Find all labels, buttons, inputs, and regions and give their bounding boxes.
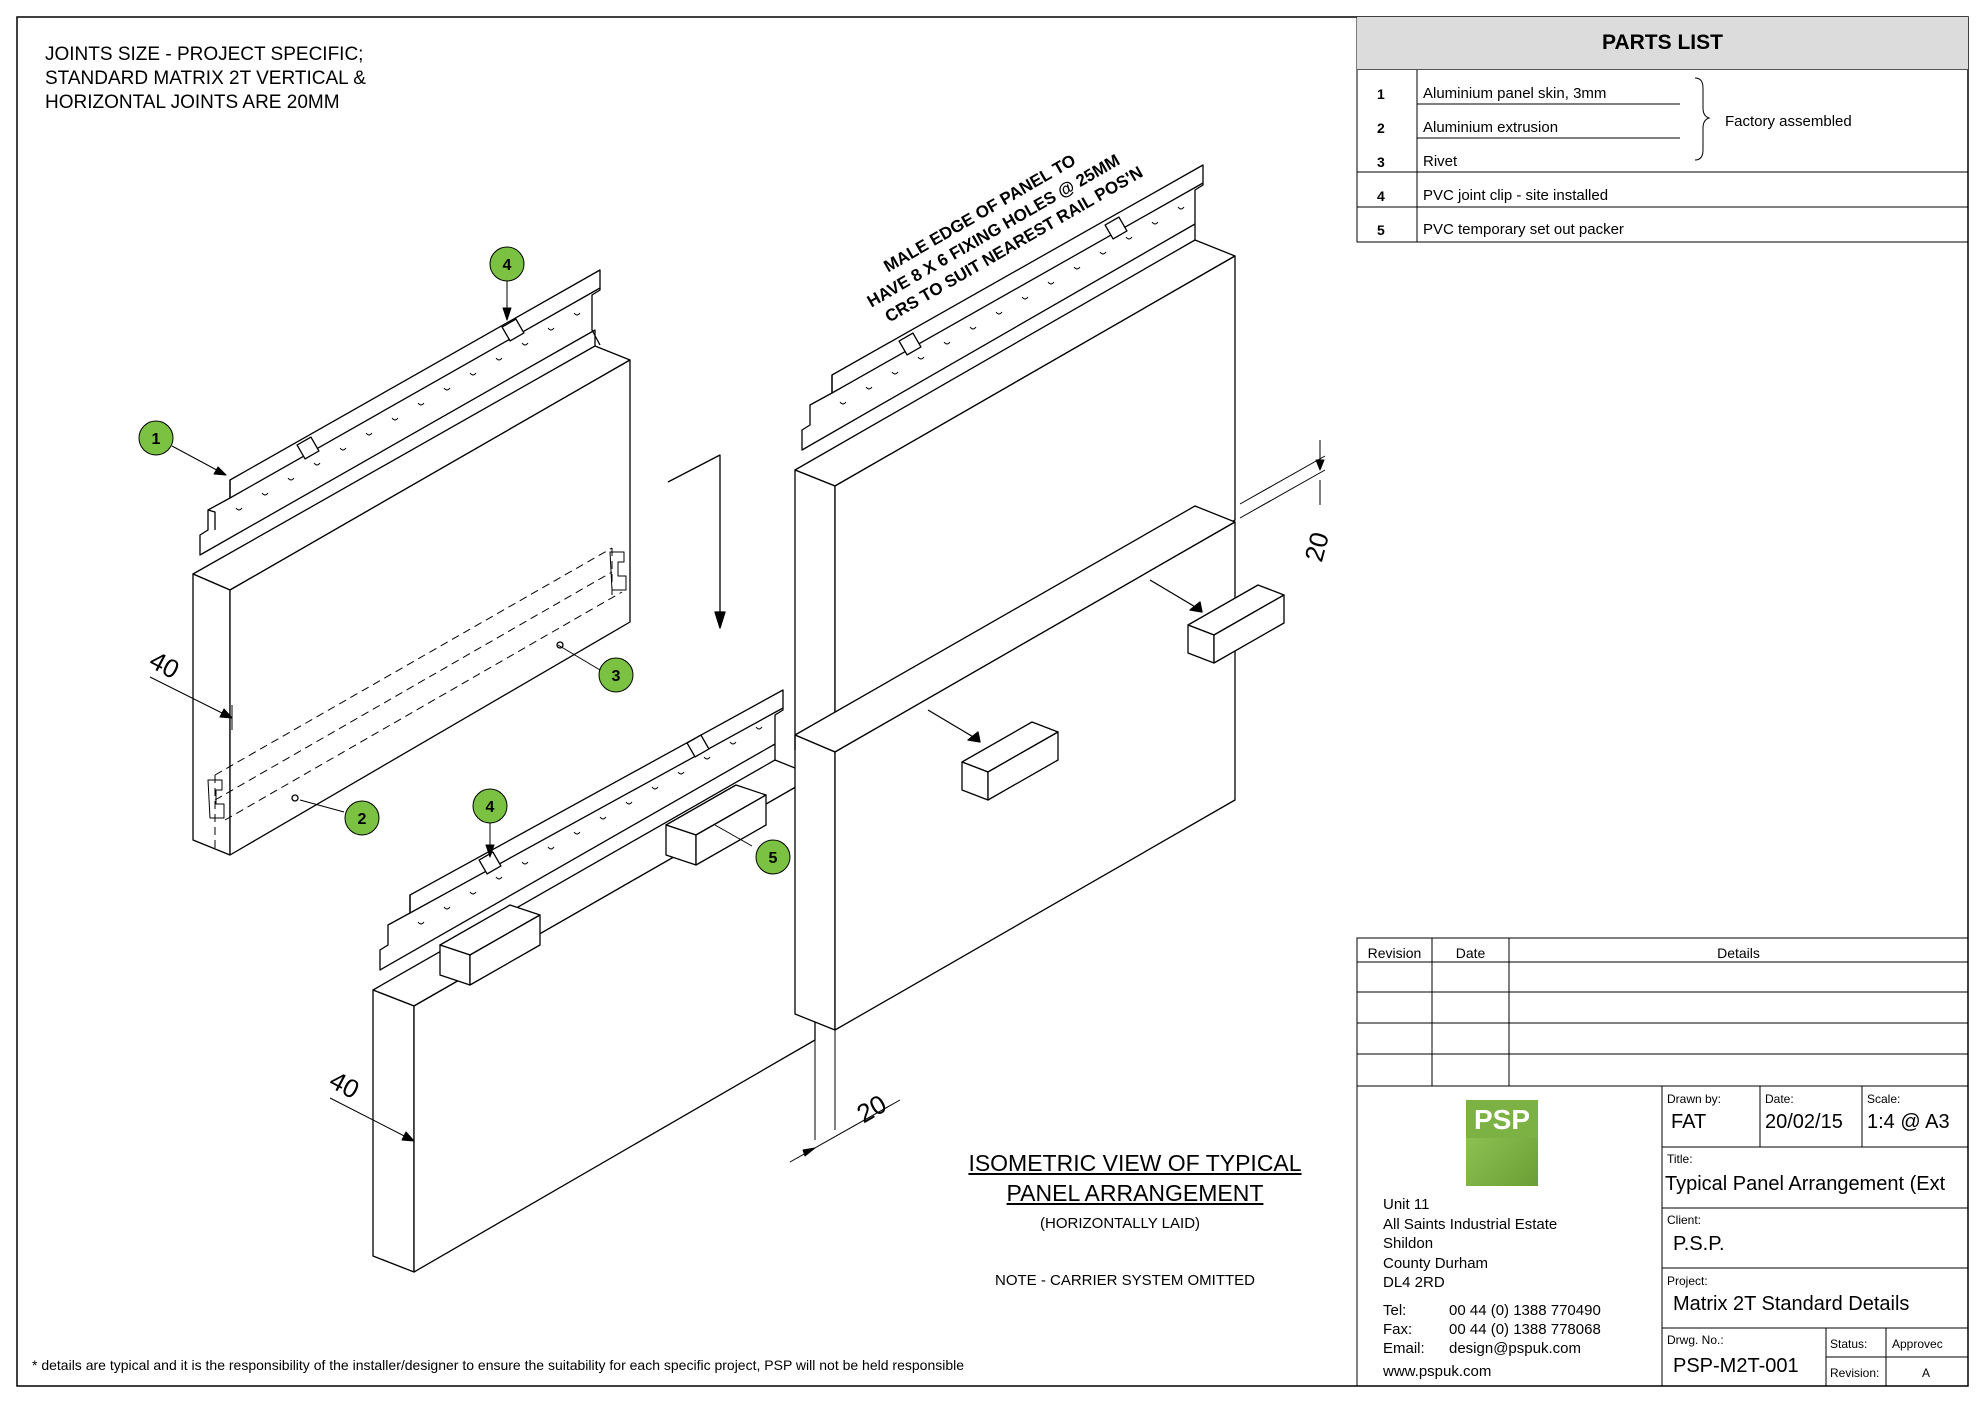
part-number: 5 xyxy=(1377,222,1385,238)
callout-1: 1 xyxy=(138,420,174,456)
packer-blocks-lower xyxy=(439,784,767,986)
tel-number: 00 44 (0) 1388 770490 xyxy=(1449,1302,1601,1319)
panel-upper-left xyxy=(192,269,631,856)
project-label: Project: xyxy=(1667,1274,1708,1288)
details-header: Details xyxy=(1717,945,1760,961)
date-label: Date: xyxy=(1765,1092,1794,1106)
title-value: Typical Panel Arrangement (Ext xyxy=(1665,1173,1946,1195)
date-value: 20/02/15 xyxy=(1765,1111,1843,1133)
fixing-holes-lower xyxy=(417,726,763,925)
hidden-extrusion xyxy=(214,547,623,850)
fax-number: 00 44 (0) 1388 778068 xyxy=(1449,1321,1601,1338)
title-block-frame xyxy=(1356,1085,1969,1387)
panel-lower-right xyxy=(794,505,1285,1031)
drawn-by-value: FAT xyxy=(1671,1111,1707,1133)
fax-label: Fax: xyxy=(1383,1321,1413,1338)
packer-blocks-right xyxy=(961,584,1285,801)
disclaimer-note: * details are typical and it is the resp… xyxy=(32,1357,965,1373)
part-number: 4 xyxy=(1377,188,1385,204)
placement-arrow xyxy=(667,454,726,629)
fixing-holes-right xyxy=(839,206,1185,405)
client-label: Client: xyxy=(1667,1213,1702,1227)
sheet-border xyxy=(16,16,1969,1387)
part-number: 1 xyxy=(1377,86,1385,102)
leader-lines xyxy=(171,281,753,858)
company-address: Unit 11 All Saints Industrial Estate Shi… xyxy=(1383,1196,1558,1291)
svg-text:5: 5 xyxy=(769,850,778,867)
callout-4-lower: 4 xyxy=(472,788,508,824)
part-description: Rivet xyxy=(1423,153,1458,170)
dim-20-horizontal: 20 xyxy=(852,1089,892,1129)
client-value: P.S.P. xyxy=(1673,1233,1725,1255)
tel-label: Tel: xyxy=(1383,1302,1407,1319)
callout-3: 3 xyxy=(598,657,634,693)
status-value: Approvec xyxy=(1892,1337,1943,1351)
revision-value: A xyxy=(1922,1366,1931,1380)
date-header: Date xyxy=(1455,945,1486,961)
part-description: PVC temporary set out packer xyxy=(1423,221,1624,238)
part-number: 2 xyxy=(1377,120,1385,136)
psp-logo: PSP xyxy=(1466,1100,1538,1186)
panel-upper-right xyxy=(794,164,1236,751)
part-number: 3 xyxy=(1377,154,1385,170)
part-description: PVC joint clip - site installed xyxy=(1423,187,1609,204)
svg-text:2: 2 xyxy=(358,811,367,828)
view-title: ISOMETRIC VIEW OF TYPICAL PANEL ARRANGEM… xyxy=(968,1150,1302,1206)
scale-value: 1:4 @ A3 xyxy=(1867,1111,1950,1133)
joints-size-note: JOINTS SIZE - PROJECT SPECIFIC; STANDARD… xyxy=(45,44,366,113)
email-address[interactable]: design@pspuk.com xyxy=(1449,1340,1581,1357)
website-link[interactable]: www.pspuk.com xyxy=(1383,1363,1492,1380)
callout-5: 5 xyxy=(755,839,791,875)
parts-list-title: PARTS LIST xyxy=(1357,17,1968,70)
status-label: Status: xyxy=(1830,1337,1868,1351)
fixing-holes-upper xyxy=(235,312,581,511)
dim-40-upper: 40 xyxy=(145,645,185,685)
part-description: Aluminium panel skin, 3mm xyxy=(1423,85,1607,102)
revision-label: Revision: xyxy=(1830,1366,1880,1380)
revision-header: Revision xyxy=(1367,945,1422,961)
svg-text:4: 4 xyxy=(486,799,495,816)
dim-20-vertical: 20 xyxy=(1298,529,1334,565)
svg-text:1: 1 xyxy=(152,431,161,448)
svg-text:3: 3 xyxy=(612,668,621,685)
packer-arrows xyxy=(927,579,1203,743)
project-value: Matrix 2T Standard Details xyxy=(1673,1293,1910,1315)
part-description: Aluminium extrusion xyxy=(1423,119,1559,136)
email-label: Email: xyxy=(1383,1340,1425,1357)
isometric-drawing xyxy=(149,164,1326,1273)
panel-lower-left xyxy=(372,689,816,1273)
callout-4-upper: 4 xyxy=(489,246,525,282)
drawing-number-label: Drwg. No.: xyxy=(1667,1333,1724,1347)
callout-2: 2 xyxy=(344,800,380,836)
view-note: NOTE - CARRIER SYSTEM OMITTED xyxy=(995,1272,1256,1289)
view-subtitle: (HORIZONTALLY LAID) xyxy=(1040,1215,1201,1232)
title-label: Title: xyxy=(1667,1152,1693,1166)
svg-text:4: 4 xyxy=(503,257,512,274)
drawing-number-value: PSP-M2T-001 xyxy=(1673,1355,1799,1377)
drawn-by-label: Drawn by: xyxy=(1667,1092,1722,1106)
callouts: 1 4 3 2 4 5 xyxy=(138,246,791,875)
factory-assembled-label: Factory assembled xyxy=(1725,113,1852,130)
scale-label: Scale: xyxy=(1867,1092,1901,1106)
dimension-lines xyxy=(149,440,1326,1163)
